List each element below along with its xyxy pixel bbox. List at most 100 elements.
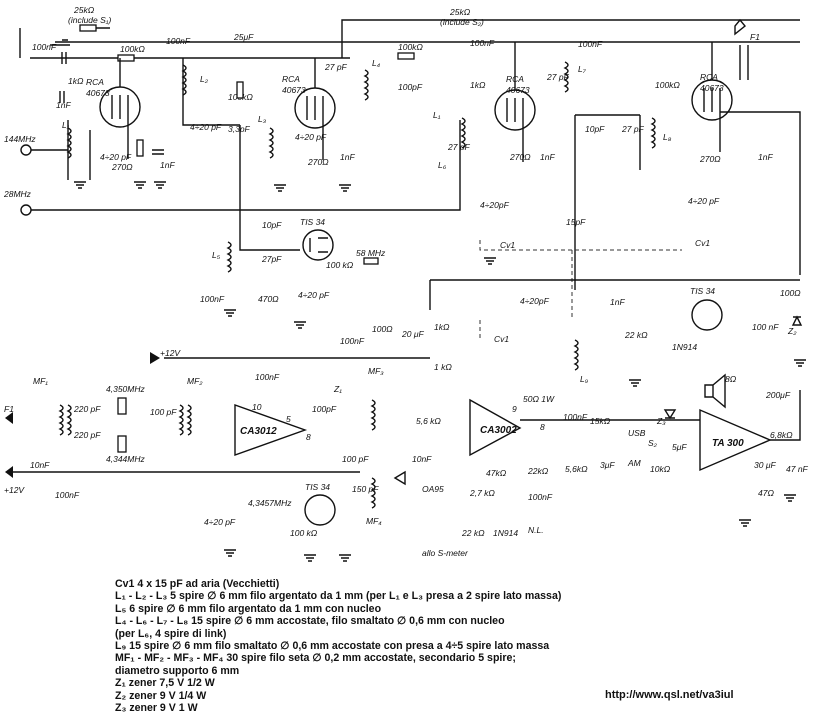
legend-line: L₅ 6 spire ∅ 6 mm filo argentato da 1 mm…: [115, 602, 382, 615]
cap-4-20-a: 4÷20 pF: [100, 152, 132, 162]
to-s-meter: allo S-meter: [422, 548, 469, 558]
res-270-a: 270Ω: [111, 162, 133, 172]
legend-line: L₄ - L₆ - L₇ - L₈ 15 spire ∅ 6 mm accost…: [115, 615, 505, 628]
res-6-8k: 6,8kΩ: [770, 430, 793, 440]
res-270-b: 270Ω: [307, 157, 329, 167]
cap-15pf: 15pF: [566, 217, 586, 227]
tube3-type: 40673: [506, 85, 530, 95]
mode-usb: USB: [628, 428, 646, 438]
coil-l1-label: L₁: [62, 120, 70, 130]
ca3012-pin10: 10: [252, 402, 262, 412]
cap-100nf-d: 100nF: [578, 39, 603, 49]
res-470: 470Ω: [258, 294, 279, 304]
switch-s1: L₁: [433, 110, 441, 120]
xtal-4-3457: 4,3457MHz: [248, 498, 292, 508]
ic-ta300: TA 300: [712, 438, 744, 449]
tube2-label: RCA: [282, 74, 300, 84]
xtal-58mhz: 58 MHz: [356, 248, 386, 258]
cap-100pf: 100pF: [398, 82, 423, 92]
tube1-label: RCA: [86, 77, 104, 87]
diode-1n914-a: 1N914: [493, 528, 518, 538]
cv1-b: Cv1: [695, 238, 710, 248]
res-50-1w: 50Ω 1W: [523, 394, 555, 404]
cap-100nf-z: 100 nF: [752, 322, 779, 332]
legend-line: (per L₆, 4 spire di link): [115, 627, 227, 640]
cap-10nf-ca3002: 10nF: [412, 454, 432, 464]
zener-z1: Z₁: [333, 384, 342, 394]
xtal-4350: 4,350MHz: [106, 384, 145, 394]
coil-l4-label: L₄: [372, 58, 381, 68]
supply-12v-b: +12V: [4, 485, 25, 495]
res-47: 47Ω: [758, 488, 774, 498]
cap-1nf-c: 1nF: [340, 152, 355, 162]
xtal-4344: 4,344MHz: [106, 454, 145, 464]
fet2-label: TIS 34: [690, 286, 715, 296]
legend-line: Z₁ zener 7,5 V 1/2 W: [115, 677, 215, 690]
zener-z2: Z₂: [787, 326, 797, 336]
speaker-8ohm: 8Ω: [725, 374, 737, 384]
res-47k: 47kΩ: [486, 468, 507, 478]
cap-1nf-a: 1nF: [160, 160, 175, 170]
res-100k-d: 100kΩ: [655, 80, 680, 90]
coil-l2-label: L₂: [200, 74, 209, 84]
res-100k-c: 100kΩ: [398, 42, 423, 52]
ca3002-pin9: 9: [512, 404, 517, 414]
legend-line: Z₂ zener 9 V 1/4 W: [115, 689, 207, 702]
ca3012-pin5: 5: [286, 414, 291, 424]
fet1-label: TIS 34: [300, 217, 325, 227]
cap-5uf: 5μF: [672, 442, 687, 452]
input-28mhz: 28MHz: [3, 189, 32, 199]
cap-3-3pf: 3,3pF: [228, 124, 251, 134]
res-15k: 15kΩ: [590, 416, 611, 426]
cap-27pf-c: 27 pF: [546, 72, 570, 82]
cap-4-20-e: 4÷20 pF: [688, 196, 720, 206]
legend-line: Cv1 4 x 15 pF ad aria (Vecchietti): [115, 578, 280, 590]
coil-l6-label: L₆: [438, 160, 447, 170]
cap-10pf-b: 10pF: [262, 220, 282, 230]
ic-ca3002: CA3002: [480, 425, 517, 436]
cap-100nf-g: 100nF: [563, 412, 588, 422]
mf1-label: MF₁: [33, 376, 48, 386]
res-1k-d: 1 kΩ: [434, 362, 452, 372]
cap-100pf-c: 100 pF: [150, 407, 177, 417]
res-1k-c: 1kΩ: [434, 322, 450, 332]
legend-line: Z₃ zener 9 V 1 W: [115, 702, 198, 715]
cap-4-20-bfo: 4÷20 pF: [204, 517, 236, 527]
res-22k: 22kΩ: [527, 466, 549, 476]
cap-100nf-z1: 100nF: [340, 336, 365, 346]
res-5-6k: 5,6 kΩ: [416, 416, 441, 426]
input-144mhz: 144MHz: [4, 134, 36, 144]
legend-line: L₉ 15 spire ∅ 6 mm filo smaltato ∅ 0,6 m…: [115, 640, 550, 653]
cap-1nf-z: 1nF: [610, 297, 625, 307]
cap-10pf-a: 10pF: [585, 124, 605, 134]
res-100k-a: 100kΩ: [120, 44, 145, 54]
res-270-c: 270Ω: [509, 152, 531, 162]
res-100k-bfo: 100 kΩ: [290, 528, 318, 538]
ca3002-pin8: 8: [540, 422, 545, 432]
fet3-label: TIS 34: [305, 482, 330, 492]
cap-100pf-b: 100pF: [312, 404, 337, 414]
cv1-c: Cv1: [494, 334, 509, 344]
component-legend: Cv1 4 x 15 pF ad aria (Vecchietti) L₁ - …: [115, 578, 675, 714]
mf2-label: MF₂: [187, 376, 203, 386]
cap-10nf-in: 10nF: [30, 460, 50, 470]
f1-top-label: F1: [750, 32, 760, 42]
cap-30uf: 30 μF: [754, 460, 776, 470]
legend-line: MF₁ - MF₂ - MF₃ - MF₄ 30 spire filo seta…: [115, 652, 516, 665]
mf3-label: MF₃: [368, 366, 384, 376]
cap-4-20-c: 4÷20 pF: [295, 132, 327, 142]
res-5-6k-b: 5,6kΩ: [565, 464, 588, 474]
cap-27pf-a: 27 pF: [324, 62, 348, 72]
diode-1n914-b: 1N914: [672, 342, 697, 352]
cap-100nf-b: 100nF: [32, 42, 57, 52]
ic-ca3012: CA3012: [240, 426, 277, 437]
cap-4-20-det: 4÷20pF: [520, 296, 550, 306]
cap-100nf-ca3012: 100nF: [255, 372, 280, 382]
tube1-type: 40673: [86, 88, 110, 98]
coil-l7-label: L₇: [578, 64, 587, 74]
res-10k: 10kΩ: [650, 464, 671, 474]
cap-4-20-d: 4÷20pF: [480, 200, 510, 210]
pot1-note: (include S₁): [68, 15, 111, 25]
res-100-a: 100Ω: [372, 324, 393, 334]
